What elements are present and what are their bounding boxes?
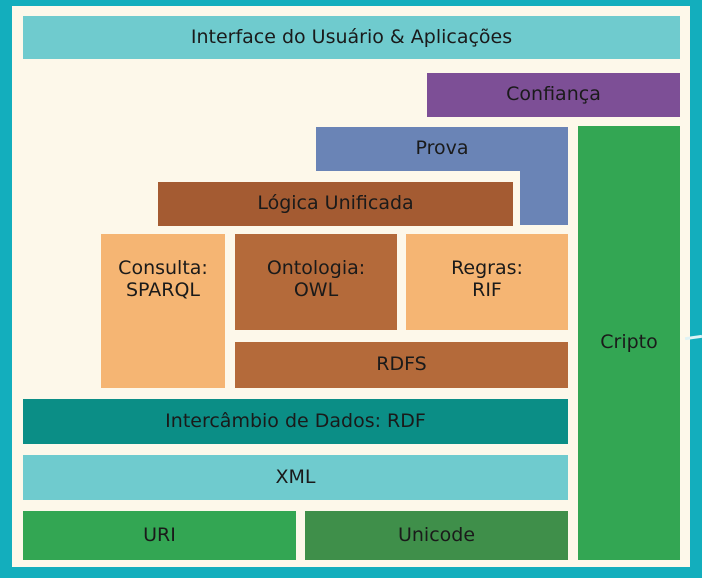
layer-unicode: Unicode: [305, 511, 568, 560]
layer-rdf-label: Intercâmbio de Dados: RDF: [165, 409, 426, 432]
rules-label: Regras:: [451, 257, 523, 279]
layer-proof: Prova: [316, 127, 568, 171]
layer-unifying-logic-label: Lógica Unificada: [257, 192, 414, 215]
layer-trust: Confiança: [427, 73, 680, 117]
layer-user-interface-label: Interface do Usuário & Aplicações: [190, 25, 513, 48]
layer-crypto-label: Cripto: [600, 331, 658, 354]
layer-query-sparql: Consulta: SPARQL: [101, 234, 225, 388]
layer-user-interface: Interface do Usuário & Aplicações: [23, 16, 680, 59]
layer-proof-label: Prova: [415, 137, 469, 160]
layer-proof-arm: [520, 171, 568, 225]
layer-rules-rif: Regras: RIF: [406, 234, 568, 330]
layer-crypto: Cripto: [578, 126, 680, 560]
layer-xml: XML: [23, 455, 568, 500]
layer-rdfs: RDFS: [235, 342, 568, 388]
layer-unifying-logic: Lógica Unificada: [158, 182, 513, 226]
layer-rdfs-label: RDFS: [376, 353, 427, 376]
layer-unicode-label: Unicode: [397, 523, 476, 546]
layer-uri-label: URI: [143, 523, 176, 546]
layer-ontology-owl: Ontologia: OWL: [235, 234, 397, 330]
query-value: SPARQL: [125, 278, 201, 301]
layer-trust-label: Confiança: [506, 83, 601, 106]
ontology-value: OWL: [293, 278, 339, 301]
rules-value: RIF: [472, 278, 502, 301]
layer-data-interchange-rdf: Intercâmbio de Dados: RDF: [23, 399, 568, 444]
layer-xml-label: XML: [275, 465, 316, 488]
query-label: Consulta:: [118, 257, 208, 279]
layer-uri: URI: [23, 511, 296, 560]
ontology-label: Ontologia:: [266, 257, 366, 279]
